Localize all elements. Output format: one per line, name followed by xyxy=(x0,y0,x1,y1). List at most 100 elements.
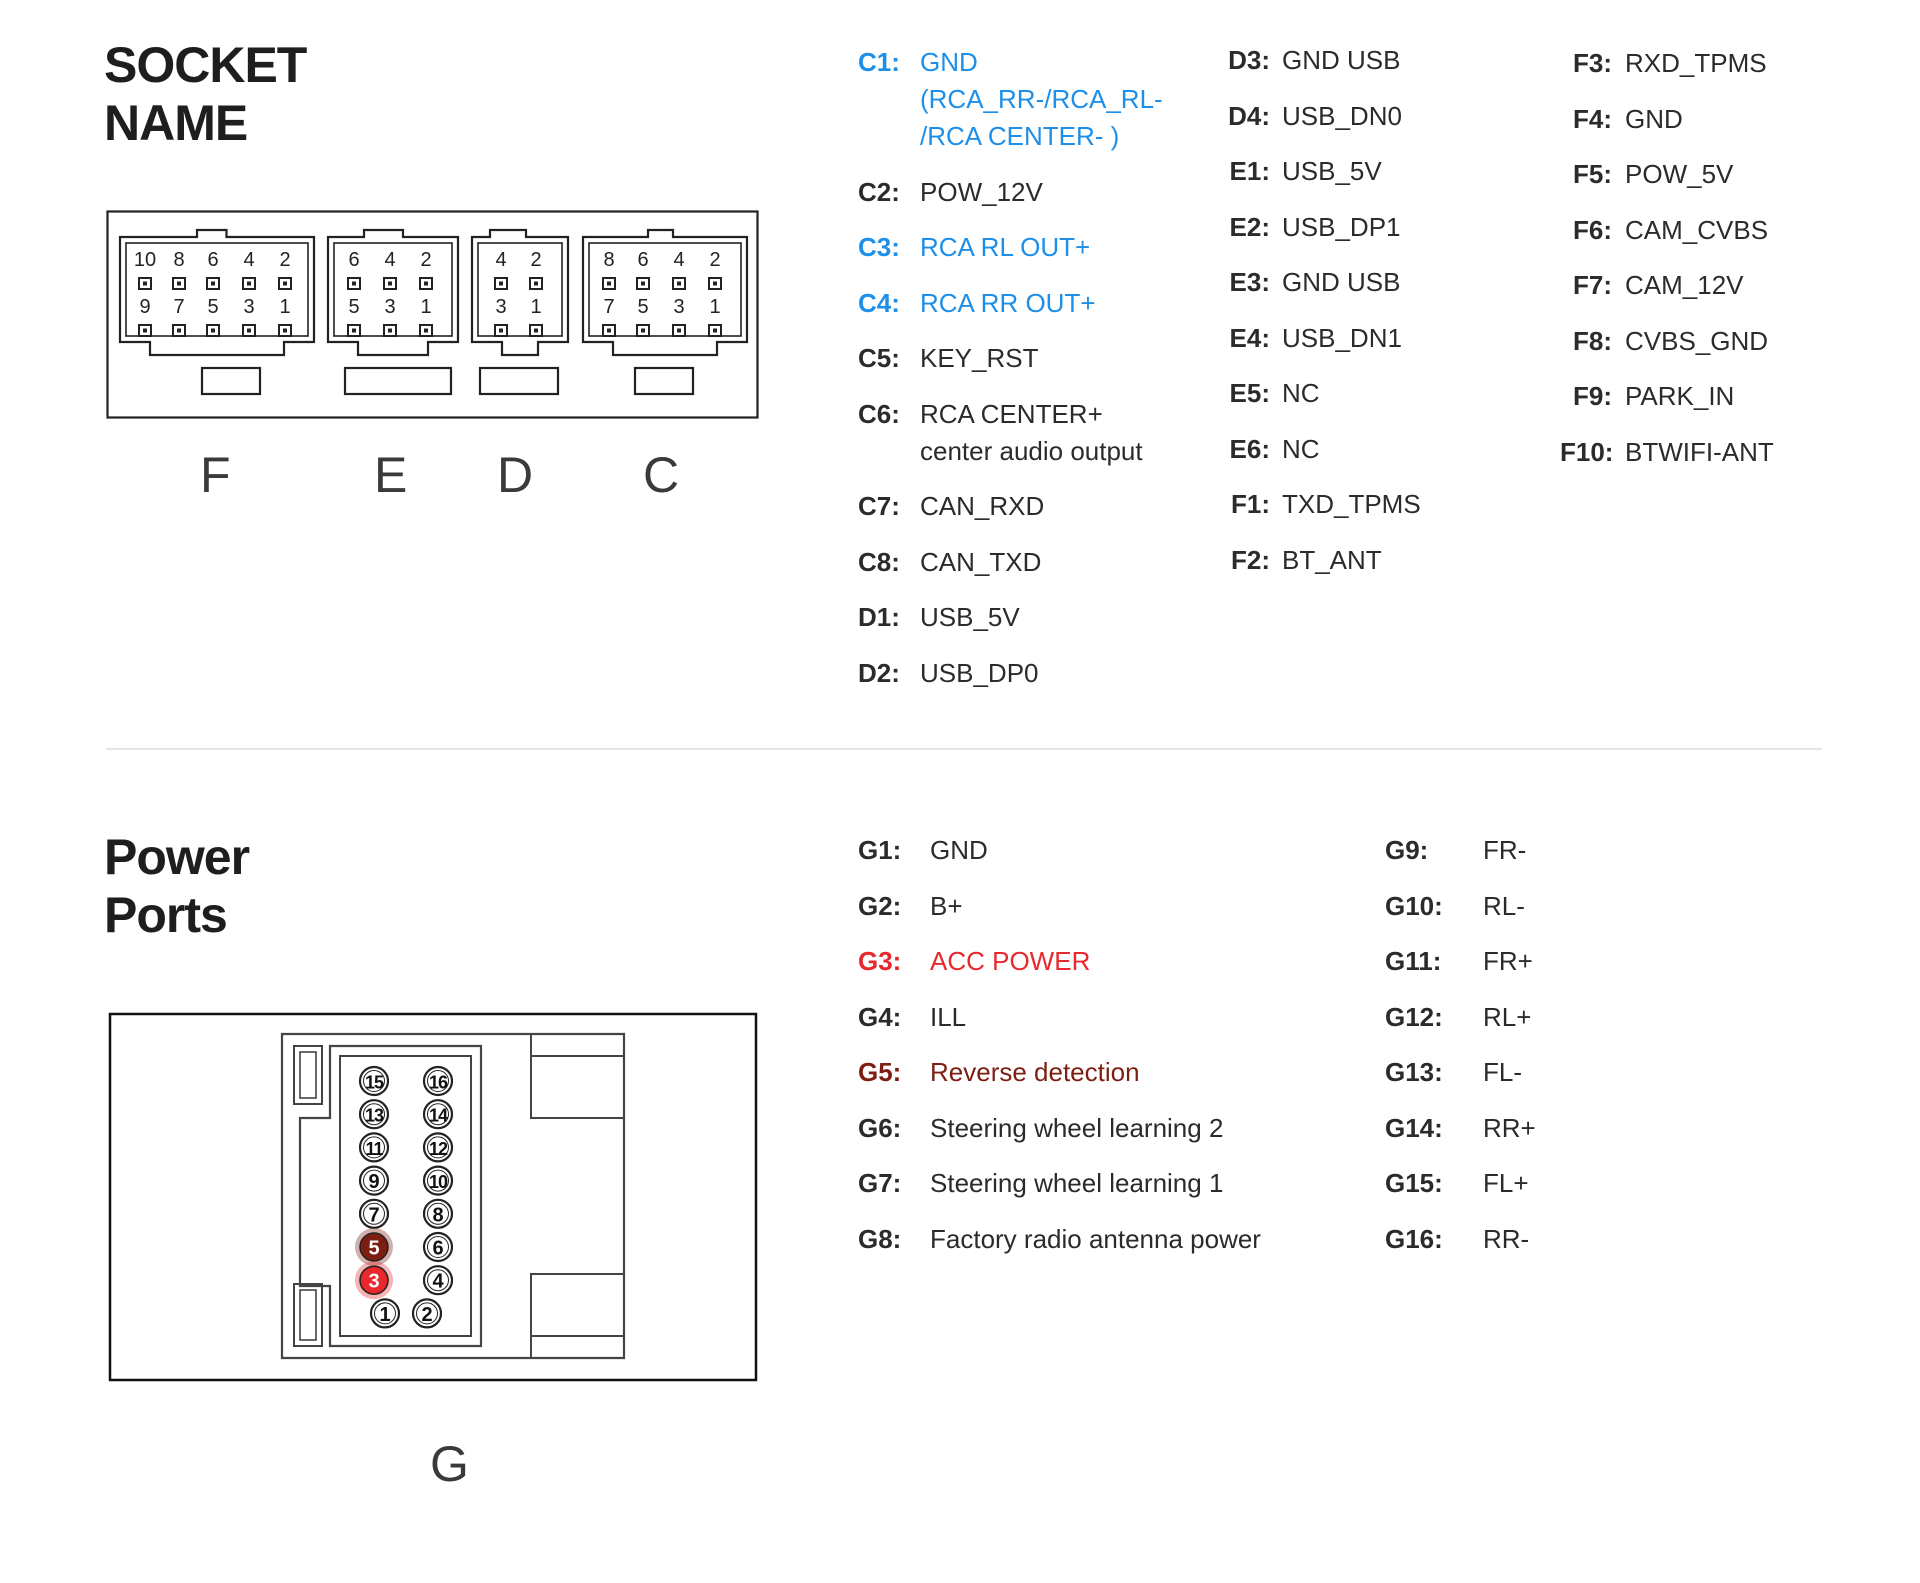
pin-label: B+ xyxy=(930,890,963,921)
pin-socket-center xyxy=(177,328,181,333)
pin-socket-center xyxy=(713,281,717,286)
pin-code: E4: xyxy=(1229,322,1270,353)
pin-label-line: RCA RL OUT+ xyxy=(920,232,1091,262)
pin-label: GND USB xyxy=(1282,42,1400,79)
pin-socket xyxy=(172,277,186,290)
pin-socket-center xyxy=(499,328,503,333)
pin-socket-center xyxy=(352,328,356,333)
pin-socket xyxy=(347,324,361,337)
pin-label: RL+ xyxy=(1483,1001,1532,1032)
socket-title-line2: NAME xyxy=(104,95,248,151)
pin-label-line: USB_DN0 xyxy=(1282,100,1402,131)
socket-title-line1: SOCKET xyxy=(104,37,307,93)
pin-circle xyxy=(422,1265,454,1296)
power-pin-14: 14 xyxy=(422,1099,454,1130)
pin-number: 1 xyxy=(530,296,541,318)
pin-code: F1: xyxy=(1231,489,1270,519)
pin-label: GND xyxy=(930,835,988,865)
pin-label: ACC POWER xyxy=(930,946,1091,976)
pin-number: 4 xyxy=(243,249,254,271)
pin-number: 2 xyxy=(530,249,541,271)
pin-socket xyxy=(347,277,361,290)
pin-socket xyxy=(708,277,722,290)
pin-code: G3: xyxy=(858,946,902,976)
pin-code: D2: xyxy=(858,657,900,688)
pin-socket-center xyxy=(607,328,611,333)
pin-code: F8: xyxy=(1573,325,1612,356)
pin-label: KEY_RST xyxy=(920,340,1039,377)
pin-code: C1: xyxy=(858,47,900,77)
pin-code: G8: xyxy=(858,1223,902,1254)
pin-code: F9: xyxy=(1573,381,1612,411)
pin-number: 7 xyxy=(368,1204,379,1226)
pin-code: C4: xyxy=(858,287,900,318)
power-pin-8: 8 xyxy=(422,1198,454,1229)
pin-label-line: KEY_RST xyxy=(920,343,1039,373)
pin-socket-center xyxy=(247,281,251,286)
pin-number: 3 xyxy=(368,1271,379,1293)
pin-ring xyxy=(427,1202,449,1225)
pin-number: 1 xyxy=(420,296,431,318)
pin-socket-center xyxy=(424,281,428,286)
pin-ring xyxy=(427,1269,449,1292)
pin-number: 6 xyxy=(432,1238,443,1260)
pin-number: 1 xyxy=(379,1304,390,1326)
pin-code: G1: xyxy=(858,835,902,865)
power-pin-15: 15 xyxy=(358,1065,390,1097)
pin-number: 8 xyxy=(173,249,184,271)
pin-label-line: USB_5V xyxy=(920,602,1020,632)
pin-code: G14: xyxy=(1385,1112,1443,1143)
pin-number: 6 xyxy=(637,249,648,271)
pin-number: 9 xyxy=(368,1171,379,1193)
pin-label: RCA RL OUT+ xyxy=(920,229,1090,266)
pin-circle xyxy=(422,1132,454,1163)
pin-label: RR+ xyxy=(1483,1112,1536,1143)
pin-socket xyxy=(602,277,616,290)
pin-label-line: RCA CENTER+ xyxy=(920,398,1103,429)
pin-label-line: POW_5V xyxy=(1625,159,1734,189)
pin-number: 9 xyxy=(139,296,150,318)
pin-number: 10 xyxy=(429,1172,448,1192)
pin-label: Factory radio antenna power xyxy=(930,1223,1261,1254)
pin-label: FL- xyxy=(1483,1057,1522,1087)
pin-number: 3 xyxy=(384,296,395,318)
pin-socket xyxy=(383,277,397,290)
pin-label: NC xyxy=(1282,431,1320,468)
pin-label-line: PARK_IN xyxy=(1625,381,1735,411)
pin-socket-center xyxy=(424,328,428,333)
pin-label: Steering wheel learning 1 xyxy=(930,1168,1224,1198)
pin-code: D4: xyxy=(1228,100,1270,131)
pin-label: PARK_IN xyxy=(1625,378,1734,415)
pin-number: 1 xyxy=(709,296,720,318)
pin-label: CAN_TXD xyxy=(920,544,1041,581)
pin-number: 3 xyxy=(495,296,506,318)
pin-label-line: CAM_CVBS xyxy=(1625,214,1769,245)
pin-label-line: GND USB xyxy=(1282,45,1401,75)
connector-shell xyxy=(581,228,749,357)
pin-socket-center xyxy=(211,328,215,333)
pin-label-line: GND xyxy=(1625,103,1683,134)
power-pin-7: 7 xyxy=(358,1198,390,1229)
connector-key xyxy=(200,366,262,396)
pin-number: 6 xyxy=(348,249,359,271)
pin-label: GND xyxy=(1625,101,1683,138)
pin-circle xyxy=(422,1099,454,1130)
pin-label: USB_5V xyxy=(1282,153,1382,190)
pin-socket xyxy=(494,277,508,290)
pin-label: CVBS_GND xyxy=(1625,323,1768,360)
power-title-line2: Ports xyxy=(104,887,228,943)
pin-number: 5 xyxy=(637,296,648,318)
pin-socket-center xyxy=(388,281,392,286)
pin-label: CAN_RXD xyxy=(920,488,1044,525)
pin-circle xyxy=(422,1231,454,1263)
pin-socket-center xyxy=(352,281,356,286)
pin-label-line: BT_ANT xyxy=(1282,544,1382,575)
pin-socket-center xyxy=(143,328,147,333)
pin-number: 2 xyxy=(709,249,720,271)
pin-label: RCA CENTER+center audio output xyxy=(920,396,1143,470)
pin-label-line: TXD_TPMS xyxy=(1282,489,1421,519)
